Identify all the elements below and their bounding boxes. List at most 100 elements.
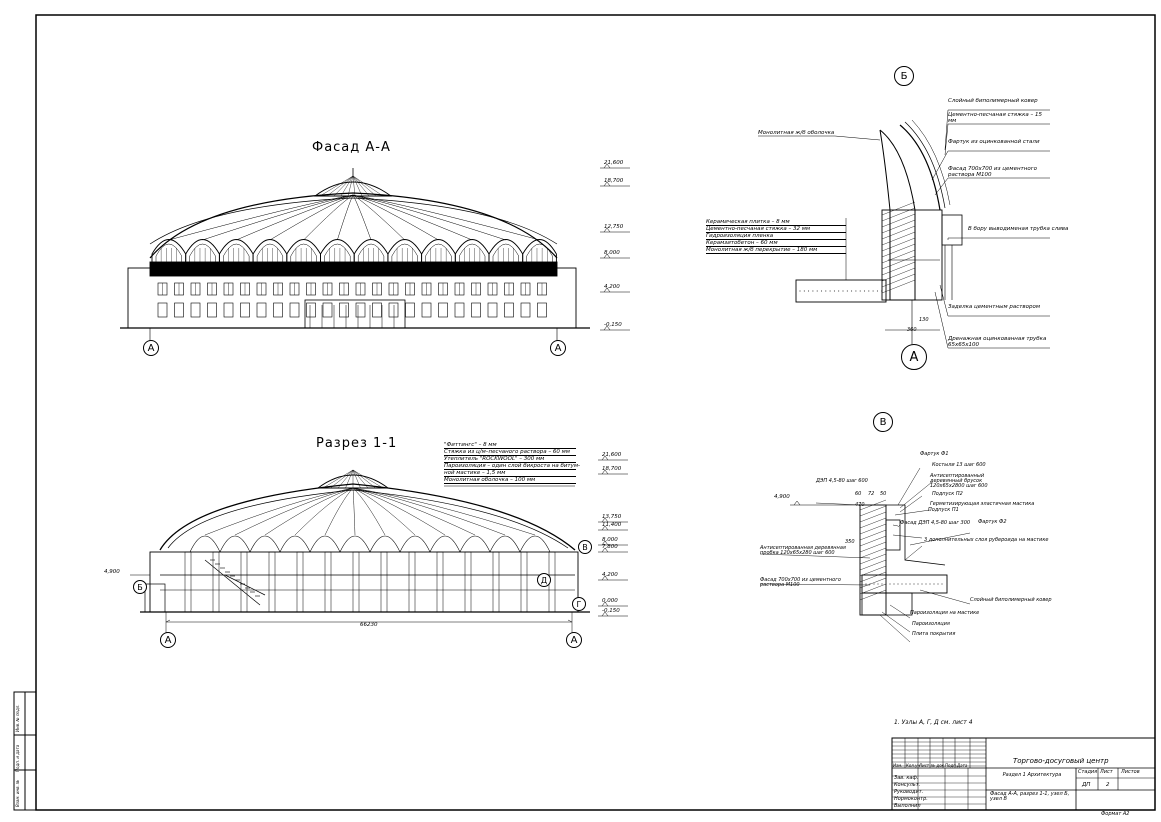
node-b-label-2: Фартук из оцинкованной стали (948, 139, 1040, 145)
node-b-id: Б (894, 66, 914, 86)
node-c-dim-3: 350 (845, 539, 855, 545)
node-b-left-label: Монолитная ж/б оболочка (758, 130, 835, 136)
node-c-label-10: Фасад 700х700 из цементного раствора М10… (760, 577, 841, 588)
node-b-floor-3: Керамзитобетон – 60 мм (706, 240, 846, 247)
section-level-1: 18,700 (602, 466, 622, 472)
stamp-section-name: Раздел 1 Архитектура (1002, 772, 1062, 778)
stamp-sheets-header: Листов (1121, 769, 1140, 775)
node-c-label-8: Фасад ДЭП 4,5-80 шаг 300 (900, 520, 971, 526)
section-axis-left: А (160, 632, 176, 648)
title-block-grid (892, 738, 1155, 810)
node-c-drawing (759, 467, 971, 643)
node-b-dim-2: 360 (907, 327, 917, 333)
node-c-label-14: Пароизоляция (912, 621, 950, 627)
node-b-floor-0: Керамическая плитка – 8 мм (706, 219, 846, 226)
node-b-floor-4: Монолитная ж/б перекрытие – 180 мм (706, 247, 846, 254)
section-mark-v: В (578, 540, 592, 554)
roof-layer-1: Стяжка из ц/м–песчаного раствора – 60 мм (444, 449, 576, 456)
node-c-label-13: Пароизоляция на мастике (910, 610, 980, 616)
node-c-dim-4: 470 (855, 502, 865, 508)
stamp-role-1: Консульт. (894, 782, 921, 788)
facade-level-4: 4,200 (604, 284, 620, 290)
node-c-label-3: ДЭП 4,5-80 шаг 600 (816, 478, 868, 484)
node-c-label-1: Костыли 13 шаг 600 (932, 462, 986, 468)
node-c-label-0: Фартук Ф1 (920, 451, 949, 457)
node-c-label-15: Плита покрытия (912, 631, 956, 637)
section-drawing (130, 455, 628, 634)
node-c-dim-1: 72 (868, 491, 875, 497)
stamp-drawing-name: Фасад А-А, разрез 1-1, узел Б, узел В (990, 791, 1070, 802)
stamp-role-0: Зав. каф. (894, 775, 919, 781)
node-b-dim-1: 130 (919, 317, 929, 323)
stamp-role-4: Выполнил (894, 803, 921, 809)
facade-title: Фасад А-А (312, 140, 391, 155)
node-b-label-4: В бору выводименая трубка слива (968, 226, 1069, 232)
facade-axis-right: А (550, 340, 566, 356)
stamp-role-2: Руководит. (894, 789, 924, 795)
left-strip-label-1: Подп. и дата (15, 744, 20, 772)
facade-level-0: 21,600 (604, 160, 624, 166)
stamp-col-5: Дата (957, 763, 968, 768)
node-b-floor-2: Гидроизоляция пленка (706, 233, 846, 240)
stamp-col-1: Кол.уч (906, 763, 920, 768)
node-b-label-6: Дренажная оцинкованная трубка 65х65х100 (948, 336, 1047, 348)
node-c-id: В (873, 412, 893, 432)
roof-layer-4: ной мастике – 1,5 мм (444, 470, 576, 477)
node-c-level: 4,900 (774, 494, 790, 500)
roof-layer-3: Пароизоляция – один слой бикроста на бит… (444, 463, 581, 470)
left-strip-label-0: Инв. № подл. (15, 704, 20, 732)
roof-layer-2: Утеплитель "ROCKWOOL" – 300 мм (444, 456, 576, 463)
facade-level-5: -0,150 (604, 322, 622, 328)
sheet-note: 1. Узлы А, Г, Д см. лист 4 (894, 719, 973, 726)
node-b-floor-1: Цементно-песчаная стяжка – 32 мм (706, 226, 846, 233)
stamp-role-3: Нормоконтр. (894, 796, 928, 802)
facade-axis-left: А (143, 340, 159, 356)
node-c-dim-0: 60 (855, 491, 862, 497)
section-mark-g: Г (572, 597, 586, 611)
node-c-dim-2: 50 (880, 491, 887, 497)
stamp-col-2: Лист (919, 763, 930, 768)
stamp-col-3: № док. (931, 763, 946, 768)
section-level-0: 21,600 (602, 452, 622, 458)
section-level-7: 0,000 (602, 598, 618, 604)
left-strip-label-2: Взам. инв. № (15, 779, 20, 807)
node-b-label-5: Заделка цементным раствором (948, 304, 1041, 310)
node-c-label-6: Подпуск П1 (928, 507, 959, 513)
section-level-2: 13,750 (602, 514, 622, 520)
roof-layer-0: "Фиттингс" – 8 мм (444, 442, 576, 449)
roof-layer-5: Монолитная оболочка – 100 мм (444, 477, 576, 484)
facade-level-2: 12,750 (604, 224, 624, 230)
node-c-label-7: Фартук Ф2 (978, 519, 1007, 525)
node-c-label-9: Антисептированная деревянная пробка 120х… (760, 545, 846, 556)
section-mark-d: Д (537, 573, 551, 587)
stamp-format: Формат А2 (1101, 811, 1130, 817)
node-b-label-3: Фасад 700х700 из цементного раствора М10… (948, 166, 1037, 178)
section-axis-right: А (566, 632, 582, 648)
title-block (891, 737, 1156, 811)
node-b-drawing (758, 109, 1050, 349)
section-level-8: -0,150 (602, 608, 620, 614)
stamp-col-0: Изм. (893, 763, 903, 768)
sheet-border (35, 14, 1156, 811)
node-c-label-4: Подпуск П2 (932, 491, 963, 497)
node-c-label-11: 3 дополнительных слоя рубероида на масти… (924, 537, 1049, 543)
facade-level-3: 8,000 (604, 250, 620, 256)
stamp-project: Торгово-досуговый центр (1013, 757, 1109, 765)
stamp-sheet-header: Лист (1100, 769, 1113, 775)
stamp-col-4: Подп. (945, 763, 958, 768)
stamp-stage: ДП (1082, 782, 1091, 788)
node-b-label-0: Слойный биполимерный ковер (948, 98, 1038, 104)
section-mark-b: Б (133, 580, 147, 594)
node-c-label-5: Герметизирующая эластичная мастика (930, 501, 1035, 507)
node-b-axis: А (901, 344, 927, 370)
node-c-label-2: Антисептированный деревянный брусок 120х… (930, 473, 988, 489)
node-c-label-12: Слойный биполимерный ковер (970, 597, 1052, 603)
section-level-6: 4,200 (602, 572, 618, 578)
section-level-3: 11,400 (602, 522, 622, 528)
stamp-sheet: 2 (1106, 782, 1110, 788)
section-left-level: 4,900 (104, 569, 120, 575)
